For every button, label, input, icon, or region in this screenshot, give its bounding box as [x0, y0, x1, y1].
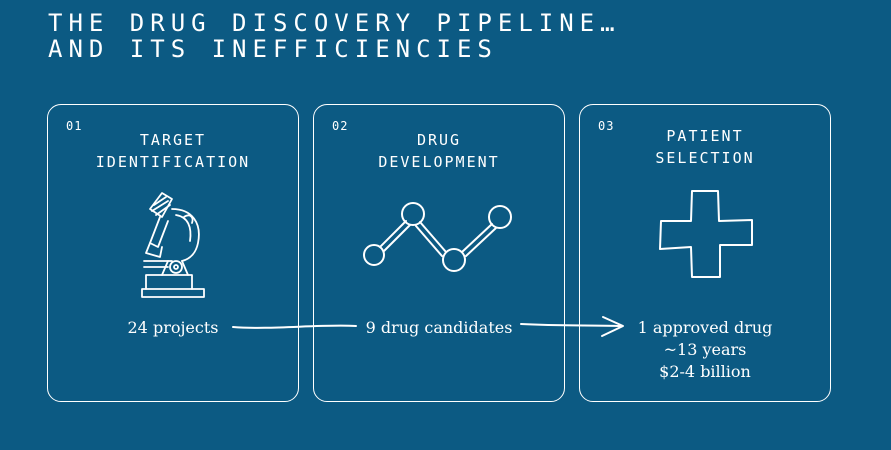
stage-stat: 1 approved drug	[637, 318, 773, 337]
arrowhead	[601, 316, 624, 337]
molecule-icon	[363, 202, 512, 272]
connector-line-2	[520, 323, 623, 327]
stage-number: 01	[66, 119, 83, 133]
stage-stat: 24 projects	[127, 318, 219, 337]
stage-title: DRUG DEVELOPMENT	[314, 129, 564, 173]
stage-title: TARGET IDENTIFICATION	[48, 129, 298, 173]
stage-card-patient-selection: 03 PATIENT SELECTION 1 approved drug ~13…	[579, 104, 831, 402]
stage-card-target-identification: 01 TARGET IDENTIFICATION 24 projects	[47, 104, 299, 402]
medical-cross-icon	[659, 190, 753, 278]
microscope-icon	[141, 192, 205, 298]
title-line-1: THE DRUG DISCOVERY PIPELINE…	[48, 9, 621, 37]
stage-title-line-2: DEVELOPMENT	[378, 153, 500, 171]
stage-card-drug-development: 02 DRUG DEVELOPMENT 9 drug candidates	[313, 104, 565, 402]
stage-stat-group: 1 approved drug ~13 years $2-4 billion	[580, 317, 830, 383]
stage-title-line-1: TARGET	[139, 131, 207, 149]
stage-number: 03	[598, 119, 615, 133]
stage-title-line-2: IDENTIFICATION	[95, 153, 251, 171]
stage-title-line-1: DRUG	[416, 131, 462, 149]
stage-title-line-2: SELECTION	[655, 149, 755, 167]
connector-line-1	[232, 324, 357, 329]
stage-stat-cost: $2-4 billion	[659, 362, 751, 381]
title-line-2: AND ITS INEFFICIENCIES	[48, 35, 498, 63]
stage-stat: 9 drug candidates	[365, 318, 513, 337]
stage-title-line-1: PATIENT	[666, 127, 744, 145]
stage-title: PATIENT SELECTION	[580, 125, 830, 169]
stage-stat-duration: ~13 years	[663, 340, 747, 359]
stage-number: 02	[332, 119, 349, 133]
page-title: THE DRUG DISCOVERY PIPELINE… AND ITS INE…	[48, 10, 621, 62]
